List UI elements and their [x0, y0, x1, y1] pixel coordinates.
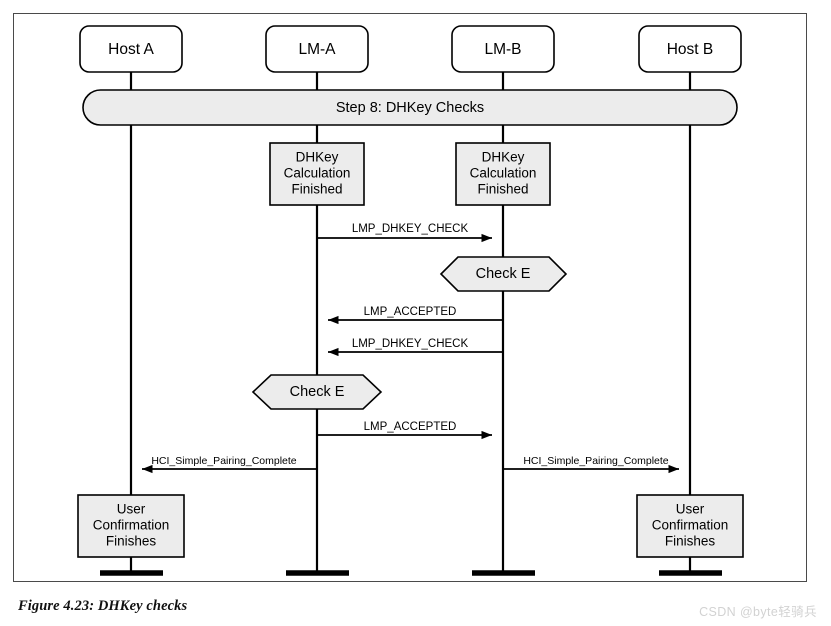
watermark: CSDN @byte轻骑兵 — [699, 605, 817, 619]
figure-caption: Figure 4.23: DHKey checks — [18, 598, 188, 614]
diagram-frame — [13, 13, 807, 582]
